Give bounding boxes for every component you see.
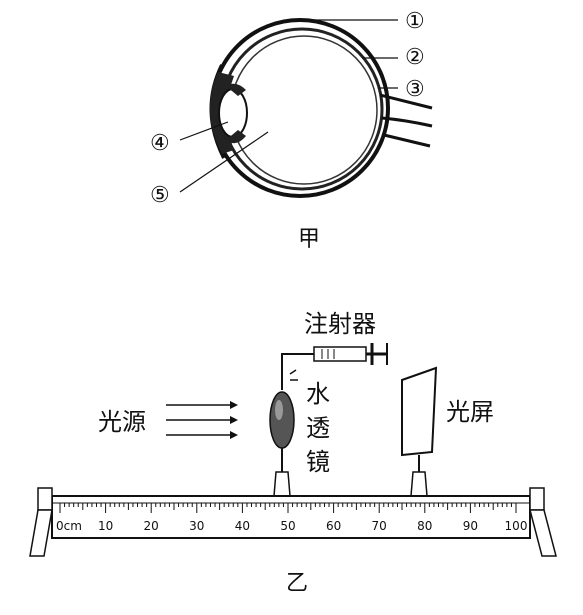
part-label-2: ② [405, 45, 425, 70]
eye-optic-nerve [379, 93, 433, 148]
leader-line-4 [179, 121, 229, 141]
light-rays [166, 401, 238, 439]
ruler-tick-label: 100 [505, 519, 528, 533]
syringe-label: 注射器 [304, 310, 376, 338]
ruler-tick-label: 30 [189, 519, 204, 533]
light-source-label: 光源 [98, 408, 146, 436]
part-label-4: ④ [150, 131, 170, 156]
lens-label-char-2: 透 [306, 414, 330, 442]
lens-label-char-1: 水 [306, 380, 330, 408]
optical-bench-diagram: 注射器 水 透 镜 光源 光屏 [29, 310, 557, 596]
ruler-tick-label: 50 [280, 519, 295, 533]
ruler-tick-label: 20 [144, 519, 159, 533]
figure-a-caption: 甲 [298, 227, 320, 252]
ruler-tick-label: 40 [235, 519, 250, 533]
water-lens [269, 391, 295, 497]
ruler-tick-label: 80 [417, 519, 432, 533]
eye-lens [218, 88, 248, 138]
screen-label: 光屏 [446, 398, 494, 426]
syringe [281, 343, 388, 390]
light-screen [401, 366, 438, 497]
figure-b-caption: 乙 [286, 571, 308, 596]
ruler-tick-label: 60 [326, 519, 341, 533]
lens-label-char-3: 镜 [306, 448, 330, 476]
eye-diagram: ① ② ③ ④ ⑤ 甲 [150, 9, 433, 252]
part-label-5: ⑤ [150, 183, 170, 208]
part-label-3: ③ [405, 77, 425, 102]
eye-inner-layer [230, 35, 378, 185]
part-label-1: ① [405, 9, 425, 34]
ruler-tick-label: 70 [372, 519, 387, 533]
optical-bench-ruler: 0cm 10 20 30 40 50 60 70 80 90 100 [29, 487, 557, 557]
ruler-tick-label: 10 [98, 519, 113, 533]
eye-ciliary-body [226, 83, 246, 144]
leader-line-5 [179, 131, 269, 193]
ruler-tick-label: 90 [463, 519, 478, 533]
ruler-tick-label: 0cm [56, 519, 82, 533]
